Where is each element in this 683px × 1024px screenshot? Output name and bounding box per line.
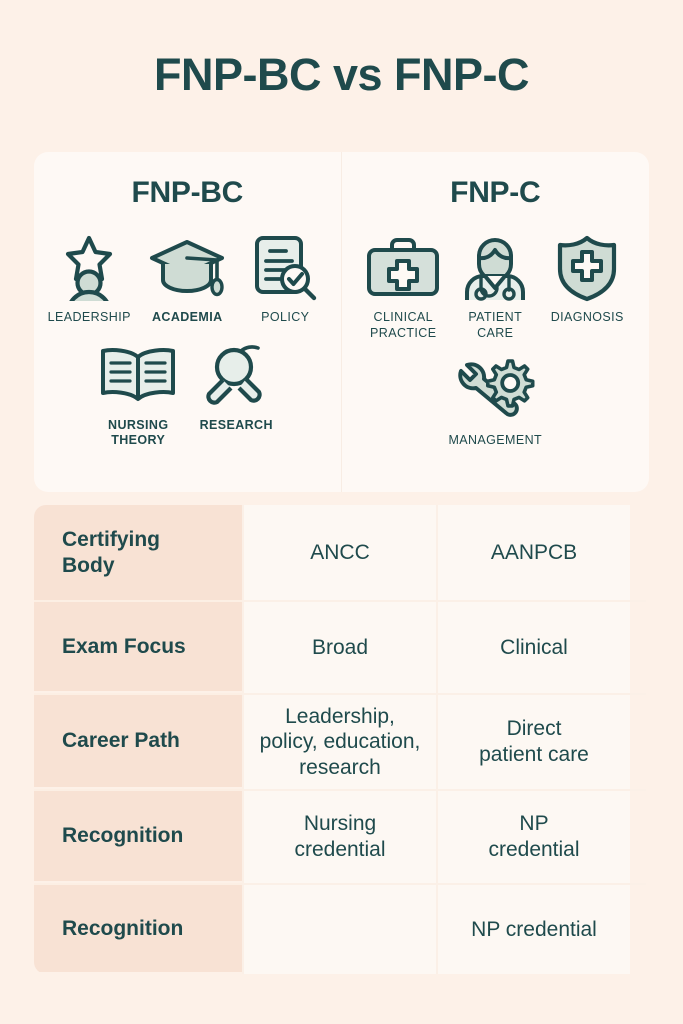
doctor-stethoscope-icon bbox=[459, 232, 531, 304]
column-fnp-bc: FNP-BC LEADERSHIP bbox=[34, 152, 342, 492]
medical-bag-cross-icon bbox=[364, 232, 442, 304]
table-cell-fnp-bc bbox=[242, 885, 436, 974]
wrench-gear-icon bbox=[455, 355, 535, 427]
table-cell-fnp-bc: Broad bbox=[242, 602, 436, 693]
icon-row-bc-2: NURSING THEORY RESEARCH bbox=[34, 340, 341, 449]
table-row: Career Path Leadership, policy, educatio… bbox=[34, 693, 646, 789]
icon-item-management: MANAGEMENT bbox=[425, 355, 565, 449]
icon-label-patient-care: PATIENT CARE bbox=[468, 310, 523, 340]
icon-row-c-1: CLINICAL PRACTICE PATIENT CARE bbox=[342, 232, 650, 341]
table-cell-fnp-bc: ANCC bbox=[242, 505, 436, 600]
icon-item-leadership: LEADERSHIP bbox=[40, 232, 138, 326]
table-cell-fnp-bc: Leadership, policy, education, research bbox=[242, 695, 436, 789]
icon-label-management: MANAGEMENT bbox=[448, 433, 543, 448]
icon-label-academia: ACADEMIA bbox=[151, 310, 223, 324]
icon-item-nursing-theory: NURSING THEORY bbox=[89, 340, 187, 449]
column-title-fnp-c: FNP-C bbox=[450, 176, 541, 209]
graduation-cap-icon bbox=[149, 232, 225, 304]
table-row: Exam Focus Broad Clinical bbox=[34, 600, 646, 693]
icon-label-clinical-practice: CLINICAL PRACTICE bbox=[370, 310, 437, 340]
icon-label-diagnosis: DIAGNOSIS bbox=[550, 310, 624, 324]
comparison-table: Certifying Body ANCC AANPCB Exam Focus B… bbox=[34, 505, 646, 974]
table-cell-fnp-c: AANPCB bbox=[436, 505, 630, 600]
page-title: FNP-BC vs FNP-C bbox=[153, 49, 530, 100]
table-cell-fnp-c: Direct patient care bbox=[436, 695, 630, 789]
icon-row-c-2: MANAGEMENT bbox=[342, 355, 650, 449]
table-row-label: Career Path bbox=[34, 693, 242, 787]
icon-row-bc-1: LEADERSHIP ACADEMIA bbox=[34, 232, 341, 326]
icon-label-policy: POLICY bbox=[261, 310, 310, 324]
icon-item-clinical-practice: CLINICAL PRACTICE bbox=[357, 232, 449, 341]
column-fnp-c: FNP-C CLINICAL PRACTICE bbox=[342, 152, 650, 492]
icon-label-nursing-theory: NURSING THEORY bbox=[108, 417, 169, 448]
table-row-label: Exam Focus bbox=[34, 600, 242, 691]
document-magnifier-check-icon bbox=[252, 232, 318, 304]
table-row-label: Recognition bbox=[34, 789, 242, 881]
open-book-icon bbox=[96, 340, 180, 412]
leadership-star-person-icon bbox=[58, 232, 120, 304]
table-cell-fnp-c: Clinical bbox=[436, 602, 630, 693]
icon-item-academia: ACADEMIA bbox=[138, 232, 236, 326]
icon-comparison-card: FNP-BC LEADERSHIP bbox=[34, 152, 649, 492]
table-row-label: Recognition bbox=[34, 883, 242, 972]
table-cell-fnp-c: NP credential bbox=[436, 791, 630, 883]
icon-item-research: RESEARCH bbox=[187, 340, 285, 434]
icon-item-diagnosis: DIAGNOSIS bbox=[541, 232, 633, 326]
icon-label-research: RESEARCH bbox=[199, 417, 273, 432]
icon-label-leadership: LEADERSHIP bbox=[47, 310, 131, 324]
table-cell-fnp-c: NP credential bbox=[436, 885, 630, 974]
table-row: Certifying Body ANCC AANPCB bbox=[34, 505, 646, 600]
column-title-fnp-bc: FNP-BC bbox=[131, 176, 244, 209]
icon-item-patient-care: PATIENT CARE bbox=[449, 232, 541, 341]
table-row: Recognition Nursing credential NP creden… bbox=[34, 789, 646, 883]
table-row: Recognition NP credential bbox=[34, 883, 646, 974]
shield-cross-icon bbox=[555, 232, 619, 304]
table-row-label: Certifying Body bbox=[34, 505, 242, 600]
magnifying-glass-icon bbox=[201, 340, 271, 412]
icon-item-policy: POLICY bbox=[236, 232, 334, 326]
table-cell-fnp-bc: Nursing credential bbox=[242, 791, 436, 883]
